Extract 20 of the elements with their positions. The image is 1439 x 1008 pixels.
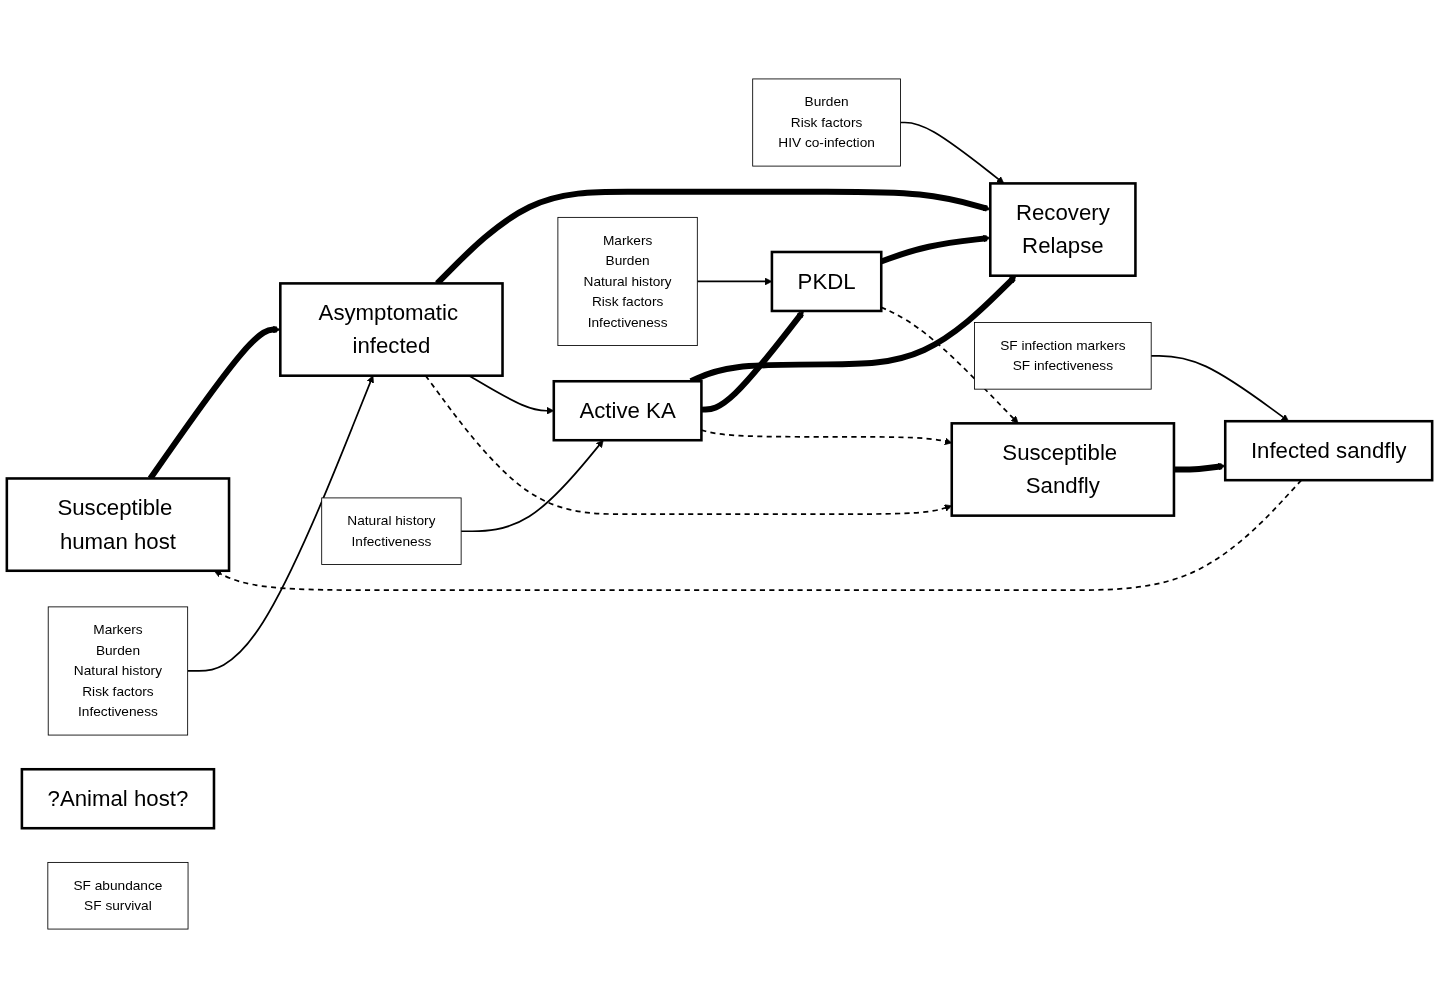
node-box: Natural history Infectiveness	[321, 497, 462, 565]
node-box: Infected sandfly	[1223, 419, 1434, 482]
arrow	[435, 188, 991, 286]
arrow	[701, 310, 804, 413]
node-box: Burden Risk factors HIV co-infection	[752, 78, 901, 167]
node-box: Susceptible Sandfly	[950, 422, 1176, 517]
node-box: Susceptible human host	[5, 477, 231, 573]
node-box: SF abundance SF survival	[47, 862, 189, 930]
arrow	[899, 121, 1005, 184]
node-box: ?Animal host?	[20, 767, 216, 830]
arrow	[1150, 354, 1289, 422]
node-box: SF infection markers SF infectiveness	[974, 322, 1152, 390]
node-box: Markers Burden Natural history Risk factors Infectiveness	[557, 216, 698, 346]
node-box: Recovery Relapse	[989, 182, 1137, 277]
node-box: Asymptomatic infected	[279, 282, 504, 377]
arrow	[1173, 463, 1226, 473]
node-box: Markers Burden Natural history Risk factors Infectiveness	[47, 606, 189, 736]
arrow	[186, 375, 374, 672]
node-box: PKDL	[770, 250, 883, 313]
node-box: Active KA	[552, 379, 703, 442]
